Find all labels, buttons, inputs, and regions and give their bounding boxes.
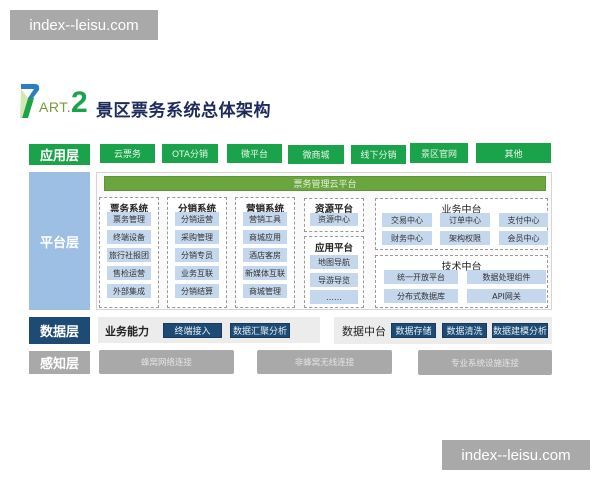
group-title: 业务中台 bbox=[441, 205, 482, 216]
professional-facility-connection: 专业系统设施连接 bbox=[418, 350, 552, 375]
page-title: 景区票务系统总体架构 bbox=[96, 101, 271, 121]
data-layer-label: 数据层 bbox=[29, 317, 90, 344]
item-distribution-operations: 分销运营 bbox=[175, 212, 219, 226]
item-api-gateway: API网关 bbox=[467, 289, 546, 303]
group-title: 分销系统 bbox=[177, 204, 216, 215]
non-cellular-wireless-connection: 非蜂窝无线连接 bbox=[257, 350, 392, 374]
item-map-navigation: 地图导航 bbox=[310, 255, 358, 269]
app-item-ota-distribution: OTA分销 bbox=[162, 144, 218, 163]
part-logo-p-icon bbox=[20, 84, 40, 118]
watermark-bottom: index--leisu.com bbox=[442, 440, 590, 470]
item-distribution-settlement: 分销结算 bbox=[175, 284, 219, 298]
ticketing-cloud-platform-bar: 票务管理云平台 bbox=[104, 176, 546, 191]
item-ticket-management: 票务管理 bbox=[107, 212, 151, 226]
item-procurement-management: 采购管理 bbox=[175, 230, 219, 244]
app-item-offline-distribution: 线下分销 bbox=[351, 145, 406, 164]
group-title: 营销系统 bbox=[245, 204, 284, 215]
group-title: 资源平台 bbox=[314, 204, 353, 215]
item-tour-guide: 导游导览 bbox=[310, 273, 358, 287]
watermark-top: index--leisu.com bbox=[10, 10, 158, 40]
chip-data-modeling-analysis: 数据建模分析 bbox=[492, 323, 548, 338]
group-title: 票务系统 bbox=[109, 204, 148, 215]
chip-data-storage: 数据存储 bbox=[391, 323, 436, 338]
item-hotel-rooms: 酒店客房 bbox=[243, 248, 287, 262]
item-transaction-center: 交易中心 bbox=[382, 213, 432, 227]
group-title: 应用平台 bbox=[314, 243, 353, 254]
item-distributed-database: 分布式数据库 bbox=[384, 289, 458, 303]
app-item-other: 其他 bbox=[476, 143, 551, 163]
part-logo-number: 2 bbox=[71, 86, 88, 119]
item-data-processing-component: 数据处理组件 bbox=[467, 270, 546, 284]
app-item-scenic-website: 景区官网 bbox=[410, 143, 468, 163]
part-logo-text: ART. bbox=[39, 99, 72, 115]
chip-data-aggregation-analysis: 数据汇聚分析 bbox=[230, 323, 290, 338]
group-title: 技术中台 bbox=[441, 262, 482, 273]
item-payment-center: 支付中心 bbox=[499, 213, 548, 227]
item-member-center: 会员中心 bbox=[499, 231, 548, 245]
item-finance-center: 财务中心 bbox=[382, 231, 432, 245]
item-terminal-devices: 终端设备 bbox=[107, 230, 151, 244]
application-layer-label: 应用层 bbox=[29, 144, 90, 165]
item-unified-open-platform: 统一开放平台 bbox=[384, 270, 458, 284]
item-external-integration: 外部集成 bbox=[107, 284, 151, 298]
chip-data-cleaning: 数据清洗 bbox=[442, 323, 487, 338]
item-mall-application: 商城应用 bbox=[243, 230, 287, 244]
app-item-cloud-ticketing: 云票务 bbox=[100, 144, 155, 163]
item-resource-center: 资源中心 bbox=[310, 213, 358, 226]
item-order-center: 订单中心 bbox=[440, 213, 490, 227]
data-center-title: 数据中台 bbox=[342, 325, 386, 338]
app-item-micro-mall: 微商城 bbox=[288, 145, 344, 164]
platform-layer-label: 平台层 bbox=[29, 172, 90, 310]
perception-layer-label: 感知层 bbox=[29, 351, 90, 374]
item-sales-check-operations: 售检运营 bbox=[107, 266, 151, 280]
part-logo: ART. 2 bbox=[19, 82, 89, 122]
item-travel-agency-groups: 旅行社报团 bbox=[107, 248, 151, 262]
item-business-interconnect: 业务互联 bbox=[175, 266, 219, 280]
business-capability-title: 业务能力 bbox=[105, 325, 149, 338]
item-mall-management: 商城管理 bbox=[243, 284, 287, 298]
item-new-media-interconnect: 新媒体互联 bbox=[243, 266, 287, 280]
item-marketing-tools: 营销工具 bbox=[243, 212, 287, 226]
chip-terminal-access: 终端接入 bbox=[163, 323, 222, 338]
app-item-micro-platform: 微平台 bbox=[227, 144, 282, 163]
item-architecture-permissions: 架构权限 bbox=[440, 231, 490, 245]
item-distribution-specialist: 分销专员 bbox=[175, 248, 219, 262]
item-more: …… bbox=[310, 290, 358, 304]
cellular-network-connection: 蜂窝网络连接 bbox=[99, 350, 234, 374]
